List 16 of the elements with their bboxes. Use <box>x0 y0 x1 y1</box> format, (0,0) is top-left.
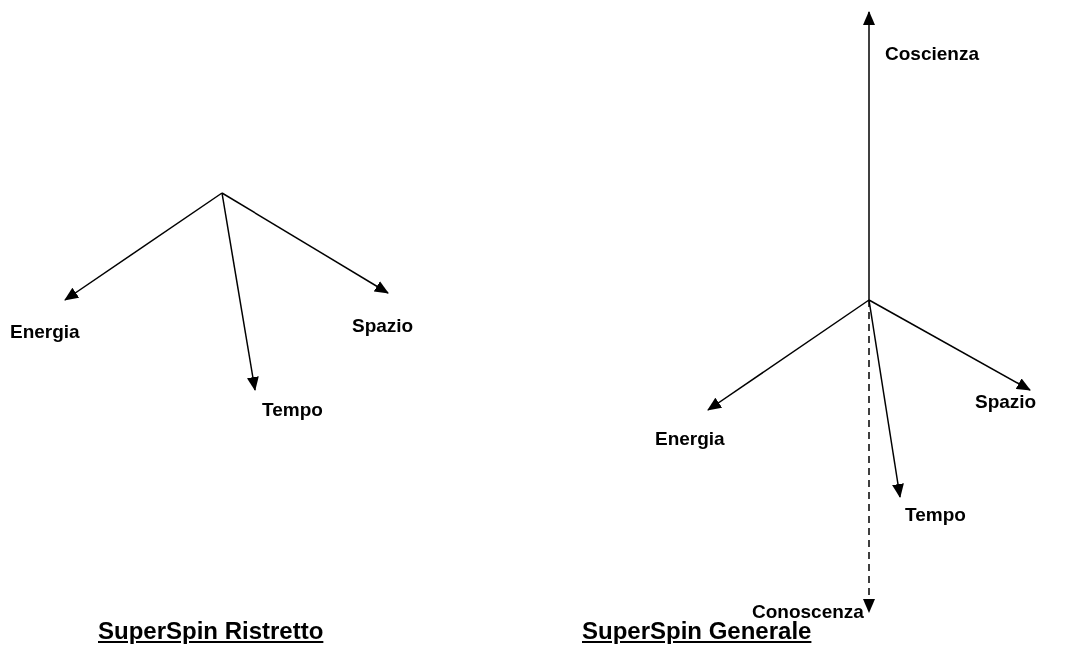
diagram-heading: SuperSpin Generale <box>582 617 812 645</box>
arrow <box>707 299 870 411</box>
arrow <box>868 299 1031 391</box>
diagram-heading: SuperSpin Ristretto <box>98 617 324 645</box>
arrow <box>64 192 223 301</box>
axis-label: Tempo <box>905 504 966 526</box>
axis-label: Spazio <box>352 315 414 337</box>
axis-label: Spazio <box>975 391 1037 413</box>
arrow <box>221 192 259 391</box>
axis-label: Energia <box>10 321 80 343</box>
arrow <box>221 192 389 294</box>
arrow <box>863 11 875 301</box>
axis-label: Energia <box>655 428 725 450</box>
axis-label: Tempo <box>262 399 323 421</box>
dashed-arrow <box>863 299 875 613</box>
axis-label: Coscienza <box>885 43 979 65</box>
